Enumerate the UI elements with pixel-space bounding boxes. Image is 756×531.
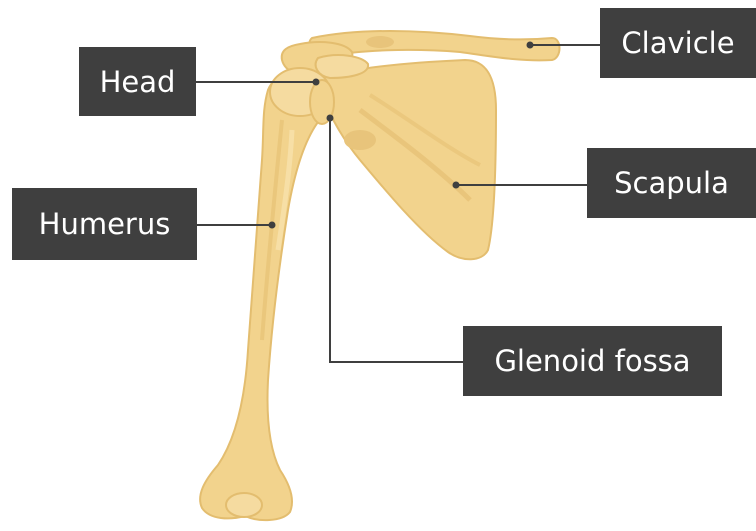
clavicle-leader-dot [527,42,534,49]
clavicle-label: Clavicle [600,8,756,78]
scapula-bone [318,60,496,259]
head-leader-dot [313,79,320,86]
head-label: Head [79,47,196,116]
scapula-leader-dot [453,182,460,189]
humerus-label: Humerus [12,188,197,260]
humerus-bone [200,73,328,520]
glenoid-leader-dot [327,115,334,122]
humerus-leader-dot [269,222,276,229]
glenoid-fossa-label: Glenoid fossa [463,326,722,396]
scapula-label: Scapula [587,148,756,218]
